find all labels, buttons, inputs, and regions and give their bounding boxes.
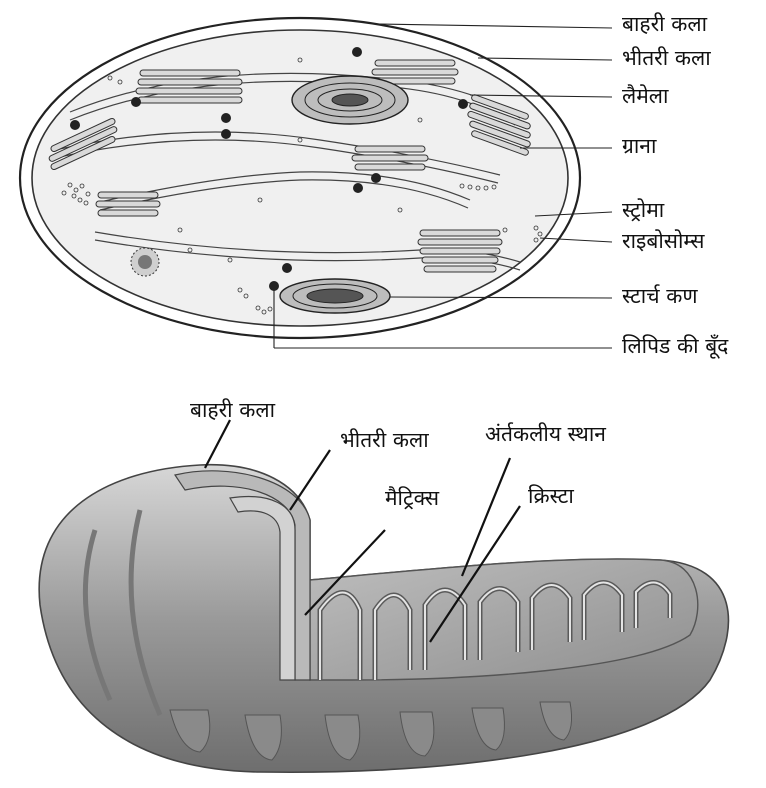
chloro-label-starch-grain: स्टार्च कण: [622, 284, 698, 308]
chloro-label-stroma: स्ट्रोमा: [622, 198, 665, 222]
mito-label-cristae: क्रिस्टा: [528, 484, 574, 508]
chloroplast-leader-lines: [273, 23, 613, 349]
starch-grain-upper: [291, 75, 409, 125]
lipid-droplets: [70, 47, 468, 291]
inner-membrane-arch: [229, 496, 296, 681]
grana-stacks: [48, 59, 531, 273]
chloro-label-ribosomes: राइबोसोम्स: [622, 229, 705, 253]
ribosomes: [61, 57, 543, 315]
chloro-label-lamella: लैमेला: [622, 84, 669, 108]
mito-label-intermembrane-space: अंर्तकलीय स्थान: [485, 422, 606, 446]
outer-membrane-arch: [174, 470, 311, 681]
outer-wall-ridges: [82, 509, 163, 716]
mito-label-inner-membrane: भीतरी कला: [340, 428, 429, 452]
chloroplast-inner-membrane: [31, 29, 569, 327]
mitochondrion-leader-lines: [204, 419, 521, 643]
mitochondrion-cut-section: [309, 558, 699, 681]
lower-inner-folds: [169, 701, 572, 761]
mito-label-outer-membrane: बाहरी कला: [190, 398, 276, 422]
chloro-label-inner-membrane: भीतरी कला: [622, 46, 711, 70]
chloro-label-lipid-droplet: लिपिड की बूँद: [622, 334, 729, 358]
chloro-label-grana: ग्राना: [622, 134, 657, 158]
starch-grain-lower: [279, 278, 391, 314]
cristae-highlights: [319, 581, 671, 680]
chloroplast-diagram: [18, 16, 613, 349]
chloro-label-outer-membrane: बाहरी कला: [622, 12, 708, 36]
mitochondrion-diagram: [38, 419, 730, 774]
dna-granule: [130, 247, 160, 277]
mito-label-matrix: मैट्रिक्स: [385, 486, 440, 510]
